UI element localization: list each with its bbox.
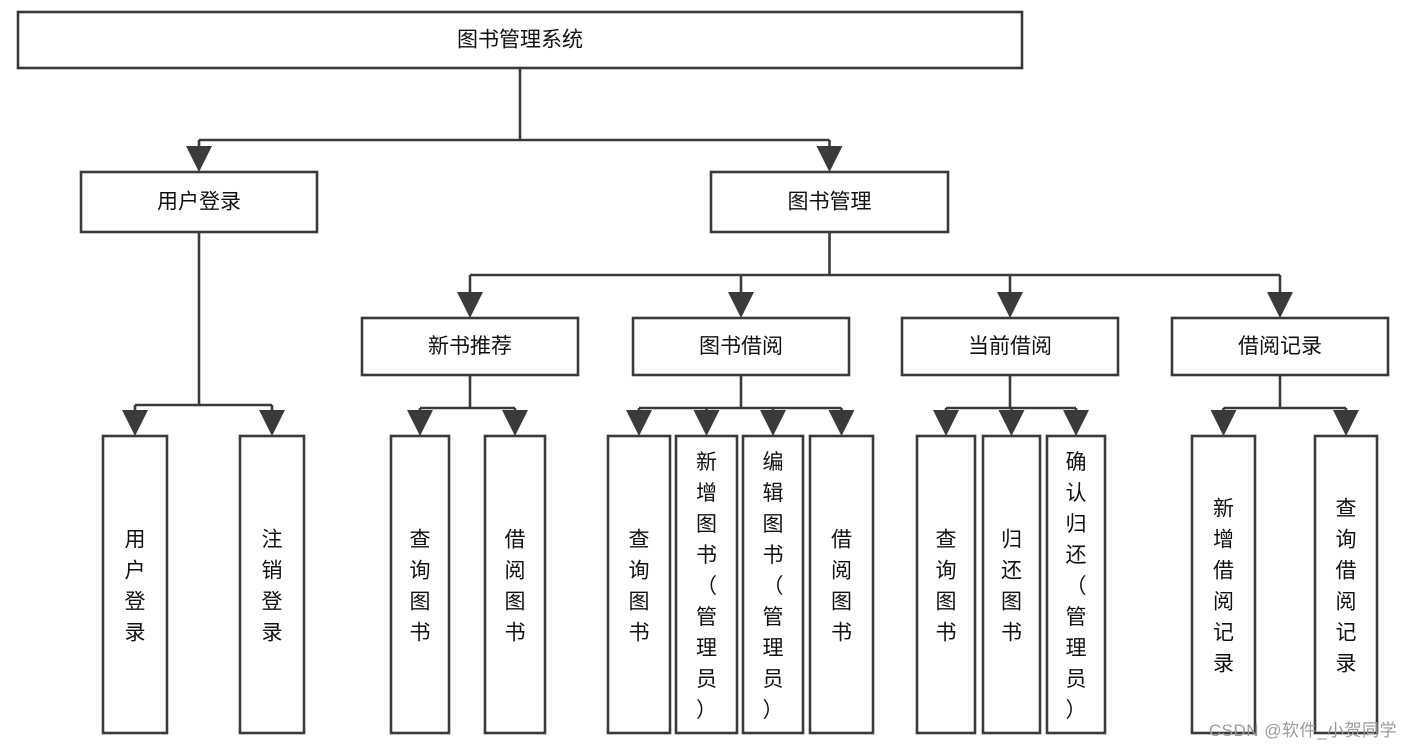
node-box: [900, 316, 1120, 377]
arrow-head-icon: [1210, 410, 1237, 436]
node-box: [1313, 434, 1379, 735]
node-box: [808, 434, 875, 735]
node-user-login[interactable]: 用户登录: [79, 170, 319, 234]
arrow-head-icon: [816, 146, 843, 172]
node-label: 查询图书: [936, 529, 957, 645]
node-leaf-query-book-2[interactable]: 查询图书: [606, 434, 672, 735]
nodes-layer: 图书管理系统用户登录图书管理新书推荐图书借阅当前借阅借阅记录用户登录注销登录查询…: [16, 10, 1390, 735]
node-label: 借阅图书: [505, 529, 526, 645]
edge-group-root: [186, 68, 843, 172]
node-box: [238, 434, 306, 735]
node-label: 查询图书: [410, 529, 431, 645]
node-label: 借阅记录: [1238, 335, 1322, 358]
node-box: [1170, 316, 1390, 377]
node-label: 新书推荐: [428, 335, 512, 358]
arrow-head-icon: [998, 410, 1025, 436]
node-label: 注销登录: [262, 529, 283, 645]
arrow-head-icon: [122, 410, 148, 436]
node-box: [483, 434, 547, 735]
node-leaf-user-login[interactable]: 用户登录: [101, 434, 169, 735]
node-leaf-borrow-book-1[interactable]: 借阅图书: [483, 434, 547, 735]
node-box: [101, 434, 169, 735]
arrow-head-icon: [933, 410, 959, 436]
arrow-head-icon: [259, 410, 285, 436]
arrow-head-icon: [760, 410, 786, 436]
node-leaf-add-book[interactable]: 新增图书（管理员）: [674, 434, 739, 735]
node-box: [981, 434, 1042, 735]
edge-group-user-login: [122, 232, 285, 436]
node-leaf-add-record[interactable]: 新增借阅记录: [1190, 434, 1257, 735]
arrow-head-icon: [693, 410, 720, 436]
node-box: [360, 316, 580, 377]
arrow-head-icon: [828, 410, 855, 436]
node-current-borrow[interactable]: 当前借阅: [900, 316, 1120, 377]
node-label: 确认归还（管理员）: [1066, 451, 1087, 722]
edge-group-book-borrow: [626, 375, 855, 436]
arrow-head-icon: [502, 410, 528, 436]
node-book-manage[interactable]: 图书管理: [709, 170, 950, 234]
node-box: [915, 434, 977, 735]
arrow-head-icon: [626, 410, 652, 436]
node-leaf-return-book[interactable]: 归还图书: [981, 434, 1042, 735]
arrow-head-icon: [1333, 410, 1359, 436]
node-leaf-query-book-1[interactable]: 查询图书: [389, 434, 451, 735]
arrow-head-icon: [1063, 410, 1089, 436]
arrow-head-icon: [728, 292, 754, 318]
node-box: [674, 434, 739, 735]
node-label: 借阅图书: [831, 529, 852, 645]
node-box: [79, 170, 319, 234]
node-box: [606, 434, 672, 735]
node-label: 当前借阅: [968, 335, 1052, 358]
node-label: 归还图书: [1001, 529, 1022, 645]
node-new-book-rec[interactable]: 新书推荐: [360, 316, 580, 377]
node-leaf-borrow-book-2[interactable]: 借阅图书: [808, 434, 875, 735]
node-book-borrow[interactable]: 图书借阅: [631, 316, 851, 377]
edge-group-book-manage: [457, 232, 1293, 318]
node-leaf-query-record[interactable]: 查询借阅记录: [1313, 434, 1379, 735]
node-label: 用户登录: [157, 191, 241, 214]
node-leaf-edit-book[interactable]: 编辑图书（管理员）: [741, 434, 805, 735]
node-leaf-query-book-3[interactable]: 查询图书: [915, 434, 977, 735]
arrow-head-icon: [186, 146, 212, 172]
node-label: 图书借阅: [699, 335, 783, 358]
arrow-head-icon: [1267, 292, 1293, 318]
arrow-head-icon: [997, 292, 1023, 318]
node-box: [1190, 434, 1257, 735]
arrow-head-icon: [407, 410, 433, 436]
node-label: 用户登录: [125, 529, 146, 645]
arrow-head-icon: [457, 292, 483, 318]
node-borrow-record[interactable]: 借阅记录: [1170, 316, 1390, 377]
node-leaf-logout[interactable]: 注销登录: [238, 434, 306, 735]
edge-group-current-borrow: [933, 375, 1089, 436]
node-label: 查询图书: [629, 529, 650, 645]
node-label: 新增图书（管理员）: [696, 451, 717, 722]
node-box: [709, 170, 950, 234]
node-label: 编辑图书（管理员）: [763, 451, 784, 722]
node-box: [16, 10, 1024, 70]
edge-group-new-book-rec: [407, 375, 528, 436]
node-label: 图书管理系统: [457, 29, 583, 52]
node-label: 新增借阅记录: [1213, 498, 1234, 676]
node-label: 查询借阅记录: [1336, 498, 1357, 676]
node-root[interactable]: 图书管理系统: [16, 10, 1024, 70]
node-box: [631, 316, 851, 377]
node-leaf-confirm-return[interactable]: 确认归还（管理员）: [1045, 434, 1107, 735]
edges-layer: [122, 68, 1359, 436]
node-box: [389, 434, 451, 735]
edge-group-borrow-record: [1210, 375, 1359, 436]
node-box: [1045, 434, 1107, 735]
node-label: 图书管理: [788, 191, 872, 214]
node-box: [741, 434, 805, 735]
